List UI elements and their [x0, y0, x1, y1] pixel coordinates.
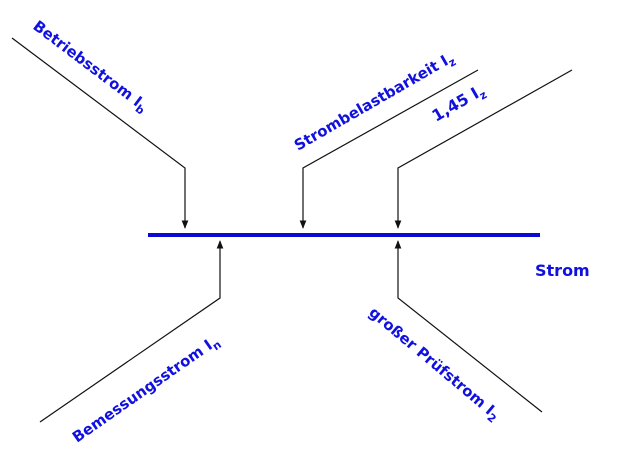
bemessungsstrom-leader-arrow: [39, 240, 224, 423]
pruefstrom-leader-arrow: [394, 240, 543, 413]
strombelastbarkeit-leader-arrow: [299, 69, 479, 229]
faktor-label: 1,45 Iz: [429, 80, 490, 128]
betriebsstrom-leader-arrow: [11, 37, 189, 229]
faktor-leader-arrow: [394, 69, 573, 229]
strombelastbarkeit-label: Strombelastbarkeit Iz: [291, 48, 458, 157]
betriebsstrom-label: Betriebsstrom Ib: [28, 17, 152, 118]
axis-label: Strom: [535, 261, 590, 280]
